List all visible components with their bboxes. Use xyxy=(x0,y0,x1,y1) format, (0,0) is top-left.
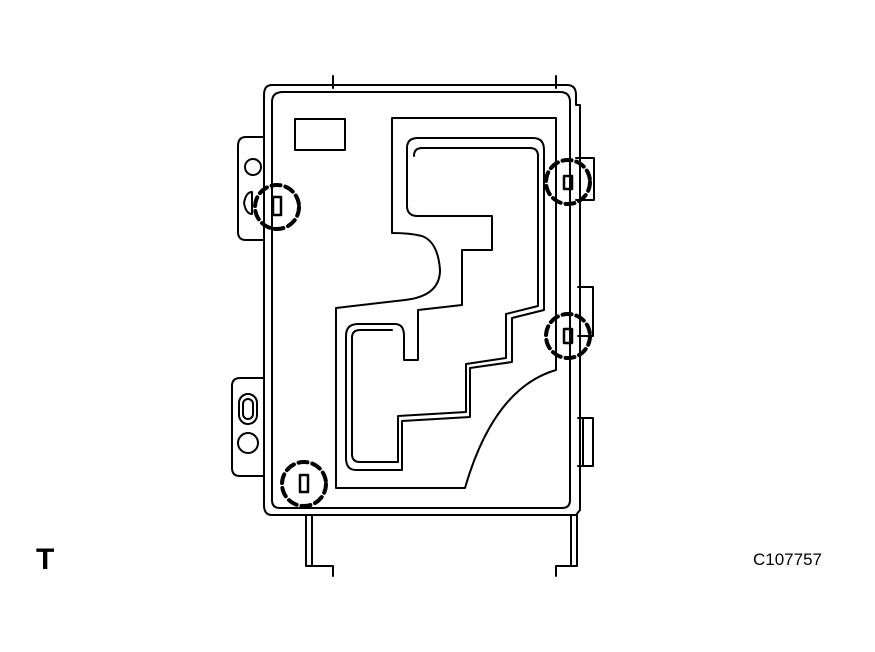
dashed-circle-clip-icon xyxy=(280,460,328,508)
clip-marker-upper-left xyxy=(253,183,301,231)
dashed-circle-clip-icon xyxy=(544,312,592,360)
left-upper-tab-slot xyxy=(243,191,253,215)
clip-marker-lower-left xyxy=(280,460,328,508)
left-lower-tab-oval-slot xyxy=(238,393,258,425)
dashed-circle-clip-icon xyxy=(253,183,301,231)
left-lower-tab-oval-slot-inner xyxy=(242,398,254,420)
shift-gate-outer xyxy=(335,117,557,489)
clip-marker-upper-right xyxy=(544,158,592,206)
left-upper-tab-hole xyxy=(244,158,262,176)
right-lower-tab xyxy=(577,417,594,467)
dashed-circle-clip-icon xyxy=(544,158,592,206)
left-lower-tab-hole xyxy=(237,432,259,454)
illustration-code: C107757 xyxy=(753,550,823,569)
inner-plate xyxy=(271,91,571,509)
left-upper-tab xyxy=(237,136,265,241)
clip-marker-middle-right xyxy=(544,312,592,360)
bottom-leg-left xyxy=(305,514,334,577)
right-middle-tab xyxy=(577,286,594,337)
outer-back-plate xyxy=(263,84,581,516)
indicator-window xyxy=(294,118,346,151)
left-lower-tab xyxy=(231,377,265,477)
view-letter: T xyxy=(36,543,55,576)
bottom-leg-right xyxy=(555,514,578,577)
shift-gate-channel-outer xyxy=(345,137,545,471)
right-upper-tab xyxy=(575,157,595,201)
shift-gate-channel-inner xyxy=(351,147,539,463)
